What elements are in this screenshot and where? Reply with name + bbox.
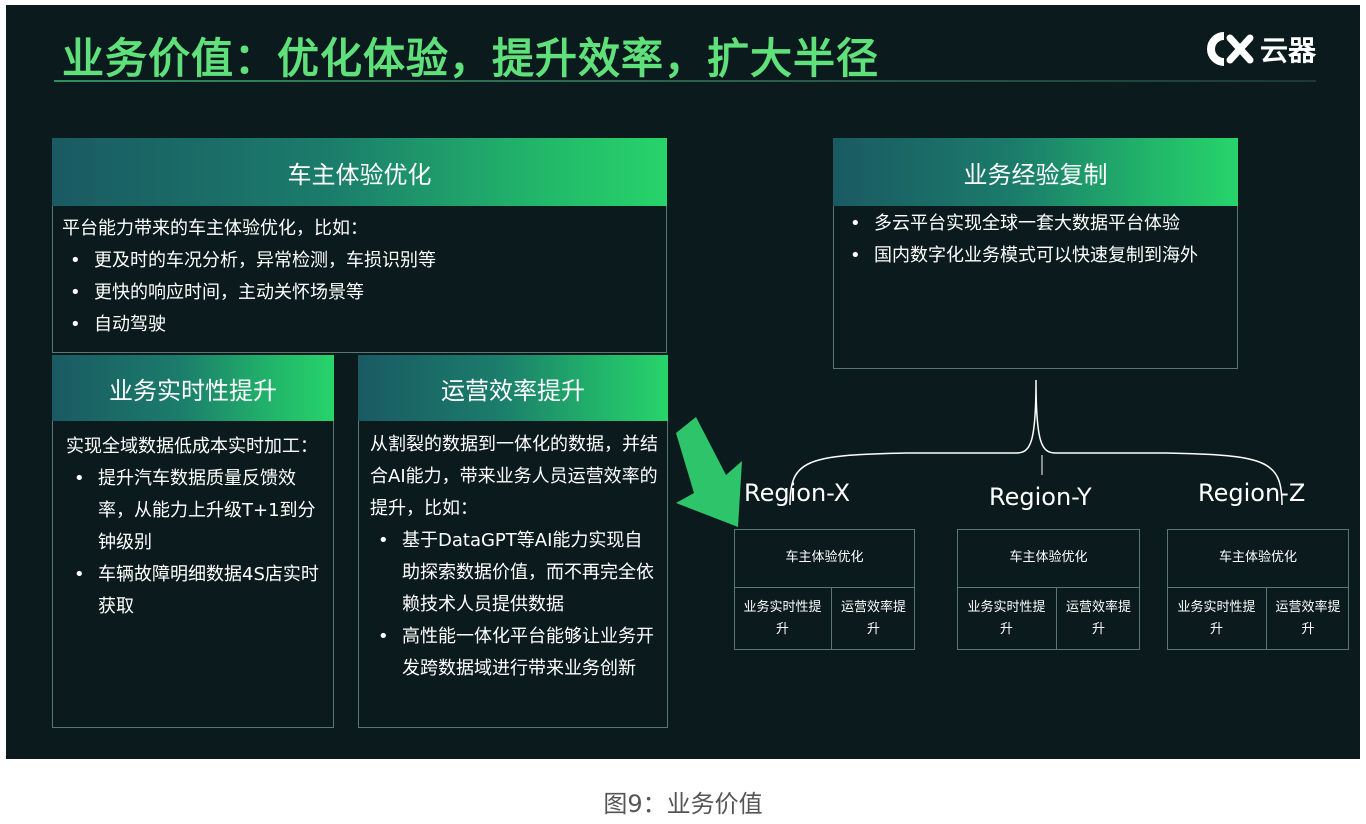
region-cell-right: 运营效率提升 bbox=[1275, 600, 1341, 637]
region-label: Region-Z bbox=[1198, 479, 1306, 507]
title-divider bbox=[54, 80, 1316, 82]
brand-logo: 云器 bbox=[1202, 29, 1316, 69]
list-item: 基于DataGPT等AI能力实现自助探索数据价值，而不再完全依赖技术人员提供数据 bbox=[370, 525, 660, 621]
connector-layer bbox=[676, 379, 1283, 527]
ops-efficiency-intro: 从割裂的数据到一体化的数据，并结合AI能力，带来业务人员运营效率的提升，比如： bbox=[370, 434, 658, 519]
ops-efficiency-content: 从割裂的数据到一体化的数据，并结合AI能力，带来业务人员运营效率的提升，比如： … bbox=[370, 429, 660, 685]
region-cell-right: 运营效率提升 bbox=[840, 600, 906, 637]
ops-efficiency-list: 基于DataGPT等AI能力实现自助探索数据价值，而不再完全依赖技术人员提供数据… bbox=[370, 525, 660, 685]
region-label: Region-Y bbox=[989, 483, 1092, 511]
list-item: 车辆故障明细数据4S店实时获取 bbox=[66, 559, 328, 623]
owner-experience-content: 平台能力带来的车主体验优化，比如： 更及时的车况分析，异常检测，车损识别等 更快… bbox=[62, 213, 662, 341]
region-label: Region-X bbox=[744, 479, 851, 507]
brace-connector bbox=[789, 379, 1283, 506]
list-item: 高性能一体化平台能够让业务开发跨数据域进行带来业务创新 bbox=[370, 621, 660, 685]
list-item: 更快的响应时间，主动关怀场景等 bbox=[62, 277, 662, 309]
replication-header: 业务经验复制 bbox=[833, 138, 1238, 206]
region-cell-left: 业务实时性提升 bbox=[957, 588, 1057, 650]
region-cell-top: 车主体验优化 bbox=[957, 529, 1140, 588]
ops-efficiency-header: 运营效率提升 bbox=[358, 355, 668, 421]
owner-experience-intro: 平台能力带来的车主体验优化，比如： bbox=[62, 218, 368, 239]
slide-title: 业务价值：优化体验，提升效率，扩大半径 bbox=[62, 34, 880, 83]
list-item: 提升汽车数据质量反馈效率，从能力上升级T+1到分钟级别 bbox=[66, 463, 328, 559]
list-item: 自动驾驶 bbox=[62, 309, 662, 341]
list-item: 国内数字化业务模式可以快速复制到海外 bbox=[842, 240, 1227, 272]
figure-caption: 图9：业务价值 bbox=[603, 790, 763, 818]
region-cell-top: 车主体验优化 bbox=[1167, 529, 1349, 588]
brand-name: 云器 bbox=[1260, 34, 1317, 67]
owner-experience-header: 车主体验优化 bbox=[52, 138, 667, 206]
flow-arrow-icon bbox=[676, 417, 742, 527]
realtime-content: 实现全域数据低成本实时加工： 提升汽车数据质量反馈效率，从能力上升级T+1到分钟… bbox=[66, 431, 328, 623]
slide: 业务价值：优化体验，提升效率，扩大半径 云器 车主体验优化 平台能力带来的车主体… bbox=[6, 5, 1360, 759]
replication-list: 多云平台实现全球一套大数据平台体验 国内数字化业务模式可以快速复制到海外 bbox=[842, 208, 1227, 272]
realtime-list: 提升汽车数据质量反馈效率，从能力上升级T+1到分钟级别 车辆故障明细数据4S店实… bbox=[66, 463, 328, 623]
region-cell-left: 业务实时性提升 bbox=[1167, 588, 1267, 650]
region-cell-left: 业务实时性提升 bbox=[734, 588, 832, 650]
region-cell-top: 车主体验优化 bbox=[734, 529, 915, 588]
brand-mark-icon bbox=[1207, 32, 1254, 66]
list-item: 更及时的车况分析，异常检测，车损识别等 bbox=[62, 245, 662, 277]
region-box bbox=[734, 529, 915, 650]
region-box bbox=[957, 529, 1140, 650]
realtime-intro: 实现全域数据低成本实时加工： bbox=[66, 436, 318, 457]
replication-content: 多云平台实现全球一套大数据平台体验 国内数字化业务模式可以快速复制到海外 bbox=[842, 208, 1227, 272]
list-item: 多云平台实现全球一套大数据平台体验 bbox=[842, 208, 1227, 240]
region-cell-right: 运营效率提升 bbox=[1065, 600, 1131, 637]
owner-experience-list: 更及时的车况分析，异常检测，车损识别等 更快的响应时间，主动关怀场景等 自动驾驶 bbox=[62, 245, 662, 341]
region-box bbox=[1167, 529, 1349, 650]
realtime-header: 业务实时性提升 bbox=[52, 355, 334, 421]
